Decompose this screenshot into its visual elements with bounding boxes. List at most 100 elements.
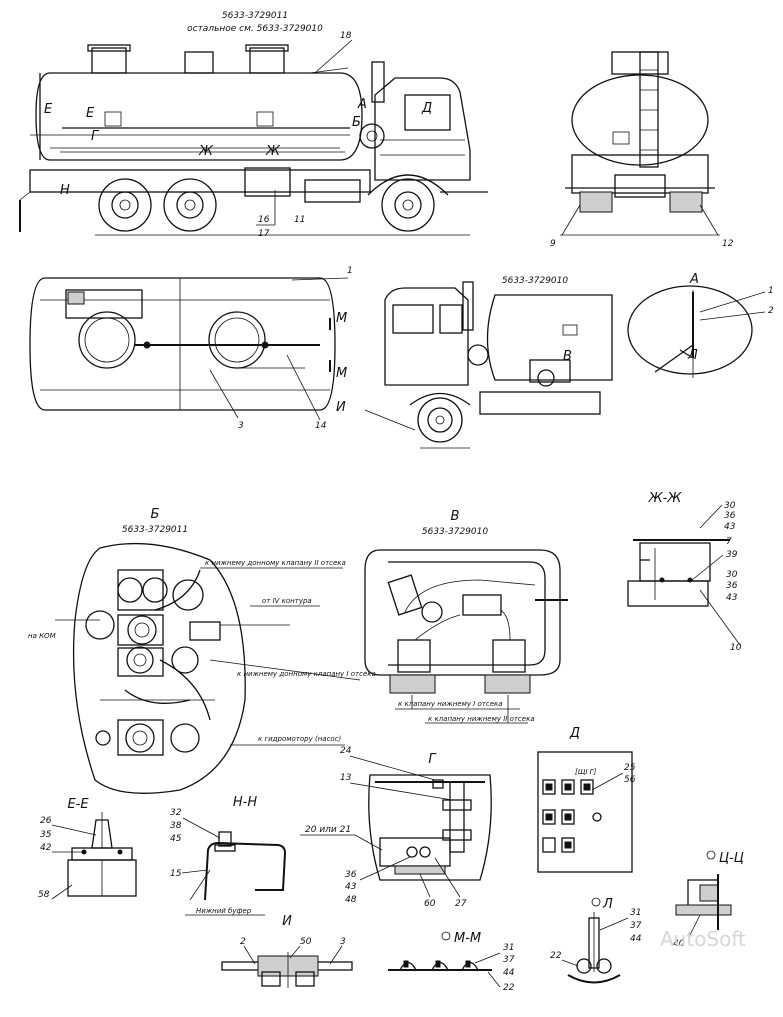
view-zh-callout-36b: 36 [726, 581, 738, 591]
letter-N: Н [60, 183, 70, 198]
cab [374, 77, 471, 181]
view-l-callout-37: 37 [630, 921, 642, 931]
view-b-label-2: от IV контура [262, 597, 312, 605]
view-ee: Е-Е 26 35 42 58 [38, 797, 137, 900]
view-b-label-3: на КОМ [28, 632, 56, 640]
letter-E1: Е [44, 102, 53, 117]
view-g-callout-43: 43 [345, 882, 357, 892]
letter-A: А [357, 97, 367, 112]
view-ee-callout-26: 26 [40, 816, 52, 826]
view-g-callout-24: 24 [340, 746, 352, 756]
view-nn: Н-Н 32 38 45 15 Нижний буфер [170, 795, 287, 916]
view-zh-callout-30a: 30 [724, 501, 736, 511]
view-zh-callout-39: 39 [726, 550, 738, 560]
view-g-callout-27: 27 [455, 899, 467, 909]
view-mm-title: М-М [454, 931, 481, 946]
manhole-top-2 [208, 311, 266, 369]
view-v-label-2: к клапану нижнему II отсека [428, 715, 535, 723]
valve-block [85, 569, 221, 756]
view-tsts: Ц-Ц 40 [673, 850, 744, 949]
callout-top-3: 3 [238, 421, 244, 431]
view-mm-callout-37: 37 [503, 955, 515, 965]
control-panel [537, 751, 633, 873]
view-a-callout-1: 1 [768, 286, 774, 296]
view-b-label-4: к нижнему донному клапану I отсека [237, 670, 376, 678]
view-v: В 5633-3729010 к клапану нижнему I отсек… [364, 509, 568, 724]
view-mm: М-М 31 37 44 22 [388, 931, 515, 993]
view-l: Л 31 37 44 22 [550, 897, 642, 984]
view-i-callout-3: 3 [340, 937, 346, 947]
cab-front [384, 287, 469, 386]
view-a-title: А [689, 272, 699, 287]
view-zh-callout-36a: 36 [724, 511, 736, 521]
view-zh: Ж-Ж 30 36 43 7 39 30 36 43 10 [627, 491, 742, 653]
tank-body [35, 72, 363, 161]
view-nn-callout-32: 32 [170, 808, 182, 818]
letter-V: В [563, 349, 572, 364]
view-a-callout-2: 2 [768, 306, 774, 316]
letter-E2: Е [86, 106, 95, 121]
view-zh-callout-30b: 30 [726, 570, 738, 580]
view-nn-callout-15: 15 [170, 869, 182, 879]
view-tsts-title: Ц-Ц [719, 851, 744, 866]
top-tank-outline [29, 277, 336, 411]
view-l-callout-22: 22 [550, 951, 562, 961]
view-d-callout-56: 56 [624, 775, 636, 785]
view-i-title: И [282, 914, 292, 929]
view-nn-callout-45: 45 [170, 834, 182, 844]
view-b-label-1: к нижнему донному клапану II отсека [205, 559, 346, 567]
view-l-title: Л [602, 897, 613, 912]
view-nn-title: Н-Н [233, 795, 257, 810]
view-zh-callout-10: 10 [730, 643, 742, 653]
letter-D: Д [421, 101, 432, 116]
view-d-panel-label: [ЩI Г] [575, 768, 597, 776]
view-a-letter-L: Л [687, 348, 698, 363]
callout-17: 17 [258, 229, 270, 239]
view-a: А 1 2 Л [627, 272, 774, 378]
view-v-title: В [451, 509, 460, 524]
view-g-callout-36: 36 [345, 870, 357, 880]
rear-wheels [98, 178, 217, 232]
view-l-callout-31: 31 [630, 908, 641, 918]
view-mm-callout-44: 44 [503, 968, 515, 978]
view-zh-callout-7: 7 [726, 537, 732, 547]
cab-view-code: 5633-3729010 [502, 276, 569, 286]
view-d-title: Д [569, 726, 580, 741]
letter-Zh2: Ж [265, 144, 281, 159]
side-view-note: остальное см. 5633-3729010 [187, 24, 323, 34]
view-tsts-callout-40: 40 [673, 939, 685, 949]
manhole-1 [91, 47, 127, 74]
manhole-top-1 [78, 311, 136, 369]
view-ee-callout-42: 42 [40, 843, 52, 853]
callout-11: 11 [294, 215, 305, 225]
view-b-label-5: к гидромотору (насос) [258, 735, 342, 743]
view-ee-callout-35: 35 [40, 830, 52, 840]
callout-16: 16 [258, 215, 270, 225]
view-l-callout-44: 44 [630, 934, 642, 944]
view-b-outline [72, 542, 246, 794]
view-mm-callout-22: 22 [503, 983, 515, 993]
side-view: 5633-3729011 остальное см. 5633-3729010 … [19, 11, 488, 239]
callout-12: 12 [722, 239, 734, 249]
letter-I: И [336, 400, 346, 415]
view-v-code: 5633-3729010 [422, 527, 489, 537]
callout-18: 18 [340, 31, 352, 41]
view-zh-callout-43b: 43 [726, 593, 738, 603]
cab-view: 5633-3729010 В [364, 276, 613, 449]
view-i-callout-50: 50 [300, 937, 312, 947]
letter-Zh1: Ж [198, 144, 214, 159]
letter-B: Б [352, 115, 361, 130]
letter-M2: М [336, 366, 347, 381]
callout-top-14: 14 [315, 421, 327, 431]
view-zh-title: Ж-Ж [648, 491, 683, 506]
top-view: 1 3 14 М М И [29, 266, 353, 431]
view-v-label-1: к клапану нижнему I отсека [398, 700, 503, 708]
view-g-callout-60: 60 [424, 899, 436, 909]
view-ee-title: Е-Е [67, 797, 89, 812]
view-g: Г 24 13 20 или 21 36 43 48 60 27 [300, 746, 492, 909]
side-view-code: 5633-3729011 [222, 11, 288, 21]
view-nn-callout-38: 38 [170, 821, 182, 831]
view-mm-callout-31: 31 [503, 943, 514, 953]
letter-G: Г [91, 129, 100, 144]
